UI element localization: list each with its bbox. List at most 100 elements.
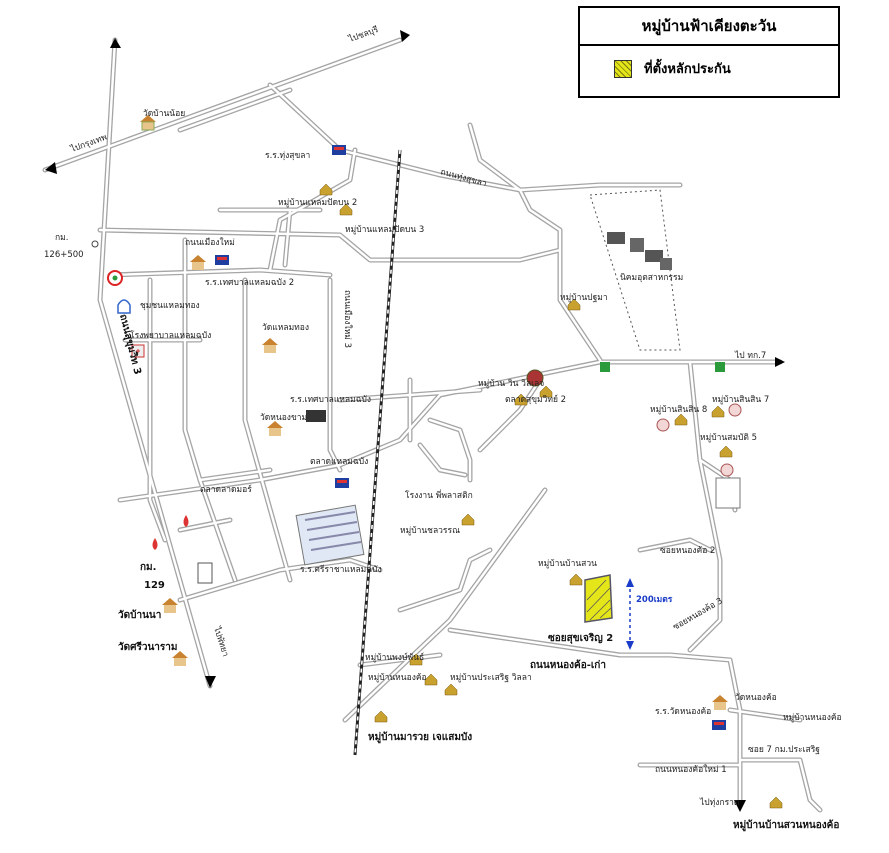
label-village-marui: หมู่บ้านมารวย เจแสมบัง (368, 731, 472, 744)
industrial-estate-boundary (589, 189, 681, 351)
distance-arrow (626, 578, 634, 650)
collateral-plot (584, 574, 613, 623)
label-temple-na: วัดบ้านนา (118, 609, 161, 621)
building-icon (306, 410, 326, 422)
collateral-hatch (586, 579, 612, 621)
village-icon (539, 385, 553, 398)
label-village-s8: หมู่บ้านสินสิน 8 (650, 404, 707, 415)
label-to-chonburi: ไปชลบุรี (346, 24, 380, 45)
label-school-nongkho: ร.ร.วัดหนองค้อ (655, 706, 711, 717)
gas-station-inner-icon (112, 275, 118, 281)
hospital-cross-icon (136, 349, 140, 353)
building-icon (197, 562, 213, 584)
label-market-mor: ตลาดลาดมอร์ (200, 484, 252, 495)
label-temple-aj: วัดหนองขาม (260, 413, 307, 423)
temple-icon (172, 651, 188, 666)
label-distance: 200เมตร (636, 595, 673, 605)
label-village-prachapon: หมู่บ้านประเสริฐ วิลลา (450, 672, 532, 683)
label-road-nongkho-soi2: ซอยหนองค้อ 2 (660, 545, 715, 556)
label-village-laem-p2: หมู่บ้านแหลมปัดบน 2 (278, 197, 357, 208)
label-market-num2: ตลาดสุขุมวิทย์ 2 (505, 394, 566, 405)
port-area (295, 504, 365, 566)
label-market-laem: ตลาดแหลมฉบัง (310, 457, 368, 467)
village-icon (567, 298, 581, 311)
direction-arrows (45, 30, 785, 812)
label-km-top: กม. (55, 233, 68, 243)
temple-icon (712, 695, 728, 710)
village-icon (444, 683, 458, 696)
label-village-lrm2: ร.ร.เทศบาลแหลมฉบัง 2 (205, 278, 294, 288)
label-rd-nongkho-yai1: ถนนหนองค้อใหม่ 1 (655, 764, 727, 775)
label-village-lmc: หมู่บ้านชลวรรณ (400, 525, 460, 536)
label-road-nongkham: ถนนหนองค้อ-เก่า (530, 659, 606, 671)
label-factory: นิคมอุตสาหกรรม (620, 273, 683, 283)
label-village-nongkho-o: หมู่บ้านหนองค้อ (368, 672, 427, 683)
label-village-s7: หมู่บ้านสินสิน 7 (712, 394, 769, 405)
village-icon (374, 710, 388, 723)
label-soi-suksawat: ซอยสุขเจริญ 2 (548, 632, 613, 644)
label-village-pathum: หมู่บ้านปฐมา (560, 292, 608, 303)
legend-box: หมู่บ้านฟ้าเคียงตะวัน ที่ตั้งหลักประกัน (578, 6, 840, 98)
label-school-nm: ร.ร.ศรีราชาแหลมฉบัง (300, 564, 382, 575)
school-flag-icon (712, 720, 726, 730)
label-temple-nongkham: วัดหนองค้อ (735, 692, 777, 703)
label-km-bottom-val: 129 (144, 580, 165, 591)
label-to-pattaya: ไปพัทยา (211, 625, 231, 658)
legend-row: ที่ตั้งหลักประกัน (580, 46, 838, 79)
label-tessaban-school: ร.ร.ทุ่งสุขลา (265, 151, 310, 161)
label-road-tungsukla: ถนนทุ่งสุขลา (439, 167, 487, 189)
temple-icon (162, 598, 178, 613)
city-landmark-icon (91, 240, 99, 248)
village-icon (461, 513, 475, 526)
school-flag-icon (215, 255, 229, 265)
label-village-nongkho: หมู่บ้านหนองค้อ (783, 712, 842, 723)
village-icon (514, 393, 528, 406)
label-km-bottom: กม. (140, 562, 156, 573)
legend-item-label: ที่ตั้งหลักประกัน (644, 62, 731, 77)
school-flag-icon (335, 478, 349, 488)
marker-2-icon (656, 418, 670, 432)
village-icon (339, 203, 353, 216)
village-icon (409, 653, 423, 666)
village-icon (569, 573, 583, 586)
reservoir-icon (715, 477, 741, 509)
label-road-laem-yai3: ถนนเมืองใหม่ 3 (342, 290, 353, 348)
water-drop-icon (183, 515, 189, 527)
label-road-laem-yai: ถนนเมืองใหม่ (185, 237, 235, 248)
temple-icon (190, 255, 206, 270)
label-wat-laem: วัดแหลมทอง (262, 323, 309, 333)
label-temple-sri: วัดศรีวนาราม (118, 641, 177, 653)
village-icon (769, 796, 783, 809)
label-village-suan-top: หมู่บ้านบ้านสวน (538, 558, 597, 569)
label-to-huai: ไปทุ่งกราด (699, 797, 739, 808)
shell-icon (117, 299, 131, 314)
label-village-suan: หมู่บ้านบ้านสวนหนองค้อ (733, 819, 839, 832)
label-chumchon: ชุมชนแหลมทอง (140, 301, 200, 311)
temple-icon (267, 421, 283, 436)
label-soi-bangkok: ซอย 7 กม.ประเสริฐ (748, 745, 820, 755)
hwy7-sign-icon (715, 362, 725, 372)
label-school-laem: ร.ร.เทศบาลแหลมฉบัง (290, 395, 371, 405)
road-network (42, 37, 823, 813)
label-hosp-laem: โรงพยาบาลแหลมฉบัง (130, 330, 211, 341)
factory-icon (607, 232, 672, 270)
marker-1-icon (728, 403, 742, 417)
label-village-win: หมู่บ้าน วิน วิลเลจ (478, 378, 544, 389)
railway-line (353, 149, 402, 756)
label-village-phongpan: หมู่บ้านพงษ์พันธ์ (365, 652, 424, 663)
collateral-swatch-icon (614, 59, 632, 78)
legend-title: หมู่บ้านฟ้าเคียงตะวัน (580, 8, 838, 46)
road-network-inner (43, 38, 822, 812)
hwy7-sign-icon (600, 362, 610, 372)
temple-icon (262, 338, 278, 353)
village-icon (424, 673, 438, 686)
label-village-s5: หมู่บ้านสมบัติ 5 (700, 432, 757, 443)
map-icons (91, 115, 783, 809)
port-piers (304, 511, 362, 551)
label-km-top-val: 126+500 (44, 250, 84, 260)
label-village-laem-p3: หมู่บ้านแหลมปัดบน 3 (345, 224, 424, 235)
market-icon (526, 369, 544, 387)
village-icon (719, 445, 733, 458)
label-temple-bannoi: วัดบ้านน้อย (143, 108, 185, 119)
